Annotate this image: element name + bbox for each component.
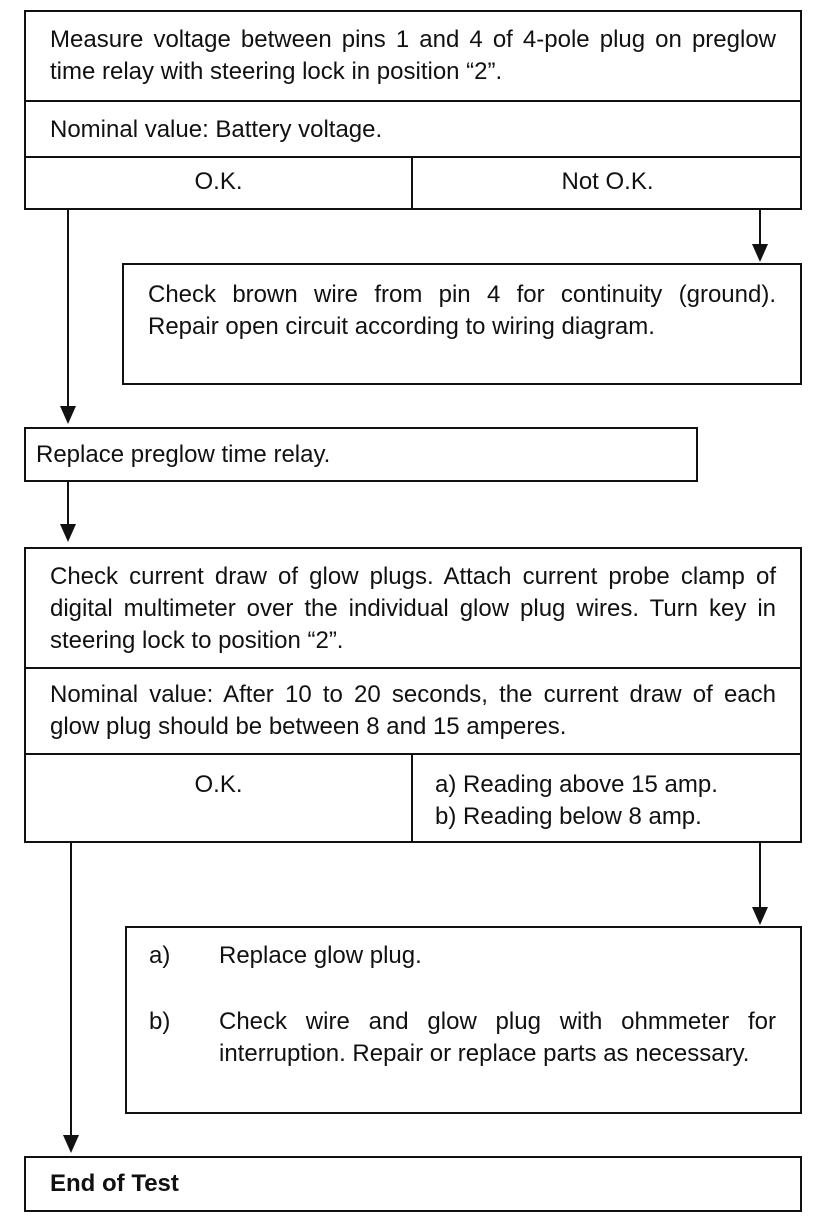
step-glow-plug-actions: a) Replace glow plug. b) Check wire and … [125,926,802,1114]
item-a-label: a) [149,942,171,969]
measure-voltage-instruction: Measure voltage between pins 1 and 4 of … [50,26,776,85]
arrow-head-icon [752,907,768,925]
divider [411,753,413,843]
not-ok-label: Not O.K. [561,168,654,195]
ok-label: O.K. [194,168,243,195]
arrow-head-icon [63,1135,79,1153]
replace-relay-text: Replace preglow time relay. [36,441,331,468]
item-a-text: Replace glow plug. [219,942,422,969]
ok-label: O.K. [194,771,243,798]
divider [26,156,800,158]
not-ok-reading-below: b) Reading below 8 amp. [435,803,702,830]
current-draw-nominal: Nominal value: After 10 to 20 seconds, t… [50,681,776,740]
flow-arrow [67,482,69,526]
step-check-brown-wire: Check brown wire from pin 4 for continui… [122,263,802,385]
check-brown-wire-text: Check brown wire from pin 4 for continui… [148,281,776,340]
end-of-test-text: End of Test [50,1170,179,1197]
arrow-head-icon [60,406,76,424]
item-b-text: Check wire and glow plug with ohmmeter f… [219,1008,776,1067]
current-draw-instruction: Check current draw of glow plugs. Attach… [50,563,776,654]
divider [26,100,800,102]
measure-voltage-nominal: Nominal value: Battery voltage. [50,116,383,143]
step-check-current-draw: Check current draw of glow plugs. Attach… [24,547,802,843]
arrow-head-icon [60,524,76,542]
divider [26,753,800,755]
arrow-head-icon [752,244,768,262]
step-replace-relay: Replace preglow time relay. [24,427,698,482]
flow-arrow [759,843,761,909]
divider [411,156,413,210]
end-of-test: End of Test [24,1156,802,1212]
item-b-label: b) [149,1008,171,1035]
not-ok-reading-above: a) Reading above 15 amp. [435,771,718,798]
flow-arrow [70,843,72,1137]
step-measure-voltage: Measure voltage between pins 1 and 4 of … [24,10,802,210]
divider [26,667,800,669]
flow-arrow [67,210,69,408]
flow-arrow [759,210,761,246]
